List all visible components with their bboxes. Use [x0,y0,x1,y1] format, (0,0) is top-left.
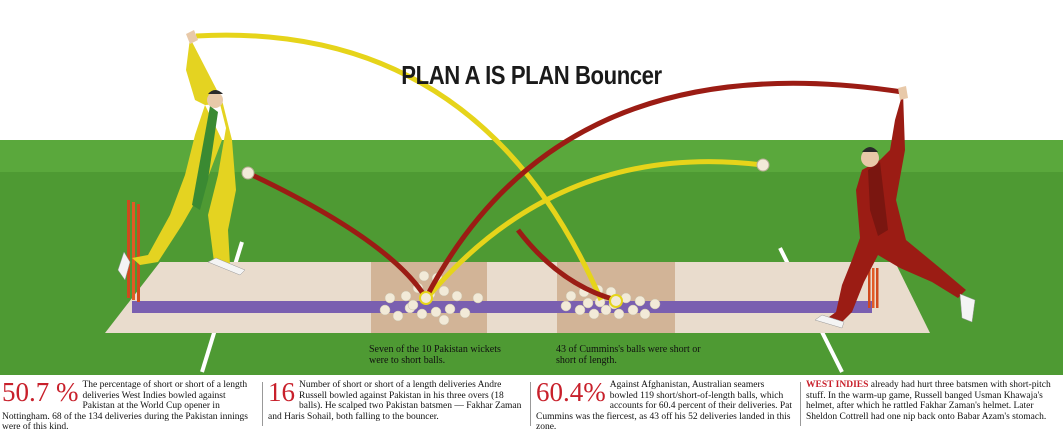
stat-block-3: 60.4% Against Afghanistan, Australian se… [536,377,794,433]
stat-divider [800,382,801,426]
bowler-yellow-figure [117,30,246,281]
caption-short-balls-wickets: Seven of the 10 Pakistan wickets were to… [369,344,501,366]
cricket-illustration [0,30,1063,375]
stat-text-4: already had hurt three batsmen with shor… [806,380,1051,422]
trajectory-yellow-right [425,159,764,300]
stumps-right [868,268,879,308]
bowler-maroon-figure [814,86,976,329]
stumps-left [127,200,140,302]
stat-number-3: 60.4% [536,377,606,407]
stat-number-1: 50.7 % [2,377,79,407]
stat-block-4: WEST INDIES already had hurt three batsm… [806,380,1060,422]
stat-text-1: The percentage of short or short of a le… [2,380,248,432]
ball-bounce-right [609,294,623,308]
ball-bounce-left [419,291,433,305]
ball-release-right [756,158,770,172]
stat-block-2: 16 Number of short or short of a length … [268,377,522,422]
stat-divider [530,382,531,426]
pitch [105,262,930,333]
trajectory-red-mid [516,228,617,303]
stats-strip: 50.7 % The percentage of short or short … [0,376,1063,433]
crease-band [132,301,872,313]
trajectory-red-right [423,80,903,300]
trajectory-red-left [246,170,429,300]
page-title: PLAN A IS PLAN Bouncer [401,60,662,90]
ball-release-left [241,166,255,180]
stat-lead-4: WEST INDIES [806,380,869,390]
caption-cummins-short-balls: 43 of Cummins's balls were short or shor… [556,344,701,366]
stat-text-2: Number of short or short of a length del… [268,380,522,422]
stat-divider [262,382,263,426]
stat-text-3: Against Afghanistan, Australian seamers … [536,380,793,432]
ball-cluster-left [379,270,484,326]
trajectory-yellow-left [195,32,604,301]
stat-block-1: 50.7 % The percentage of short or short … [2,377,254,433]
stat-number-2: 16 [268,377,295,407]
